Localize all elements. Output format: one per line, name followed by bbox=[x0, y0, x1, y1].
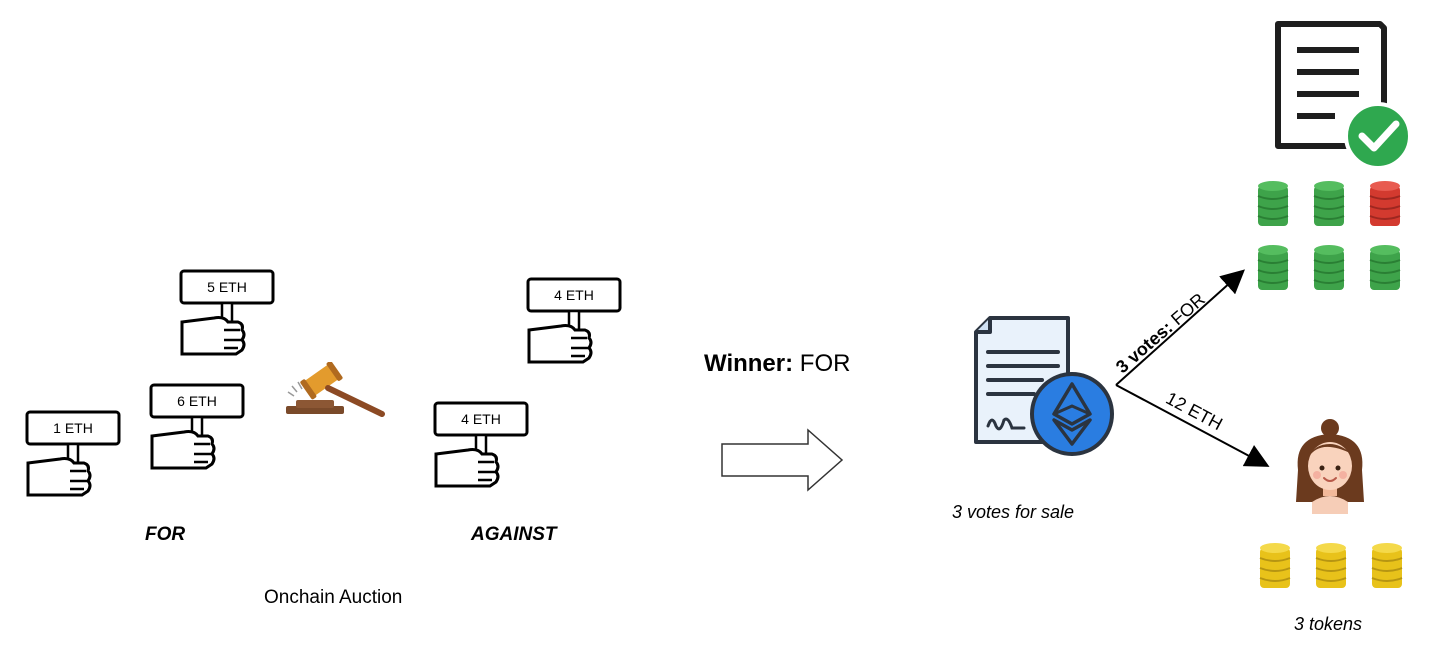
green-vote-coin-icon bbox=[1313, 181, 1345, 226]
hand-holding-sign-icon bbox=[179, 269, 275, 356]
hand-holding-sign-icon bbox=[526, 277, 622, 364]
bid-amount: 4 ETH bbox=[461, 411, 501, 427]
hand-holding-sign-icon bbox=[149, 383, 245, 470]
bid-amount: 1 ETH bbox=[53, 420, 93, 436]
tokens-caption: 3 tokens bbox=[1294, 614, 1363, 634]
bid-amount: 5 ETH bbox=[207, 279, 247, 295]
hand-holding-sign-icon bbox=[25, 410, 121, 497]
green-vote-coin-icon bbox=[1257, 181, 1289, 226]
winner-text: Winner: FOR bbox=[704, 350, 850, 378]
winner-value: FOR bbox=[799, 350, 851, 377]
bid-sign-for-2: 6 ETH bbox=[149, 383, 245, 470]
for-label: FOR bbox=[145, 524, 186, 545]
hand-holding-sign-icon bbox=[433, 401, 529, 488]
green-vote-coin-icon bbox=[1257, 245, 1289, 290]
right-arrow-icon bbox=[721, 428, 844, 492]
gold-token-coin-icon bbox=[1371, 543, 1403, 588]
gold-token-coin-icon bbox=[1259, 543, 1291, 588]
bid-amount: 6 ETH bbox=[177, 393, 217, 409]
branch-arrows bbox=[1115, 269, 1270, 467]
gold-token-coin-icon bbox=[1315, 543, 1347, 588]
against-label: AGAINST bbox=[471, 524, 557, 545]
arrow-to-vote bbox=[1115, 269, 1245, 386]
bid-amount: 4 ETH bbox=[554, 287, 594, 303]
votes-for-sale-caption: 3 votes for sale bbox=[952, 502, 1075, 522]
bid-sign-for-1: 1 ETH bbox=[25, 410, 121, 497]
arrow-to-holder bbox=[1115, 384, 1270, 467]
woman-avatar-icon bbox=[1296, 419, 1364, 514]
auction-title: Onchain Auction bbox=[264, 587, 403, 608]
approved-document-icon bbox=[1275, 21, 1412, 170]
ethereum-document-icon bbox=[974, 316, 1114, 456]
red-vote-coin-icon bbox=[1369, 181, 1401, 226]
winner-key: Winner: bbox=[704, 350, 794, 377]
green-vote-coin-icon bbox=[1369, 245, 1401, 290]
gavel-icon bbox=[286, 362, 385, 417]
bid-sign-against-1: 4 ETH bbox=[526, 277, 622, 364]
bid-sign-against-2: 4 ETH bbox=[433, 401, 529, 488]
bid-sign-for-3: 5 ETH bbox=[179, 269, 275, 356]
green-vote-coin-icon bbox=[1313, 245, 1345, 290]
